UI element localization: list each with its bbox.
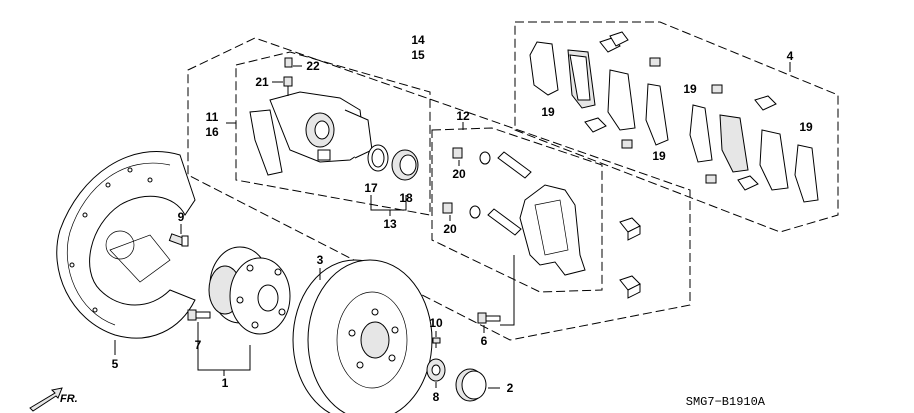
- leader-bracket: [500, 255, 515, 326]
- callout-2: 2: [507, 381, 514, 395]
- leader-13: [370, 195, 407, 211]
- splash-guard: [56, 151, 196, 339]
- brake-disc: [292, 259, 433, 413]
- callout-13: 13: [383, 217, 397, 231]
- callout-21: 21: [255, 75, 269, 89]
- bolt-9: [168, 233, 189, 247]
- brake-pad-1: [567, 49, 596, 109]
- callout-20b: 20: [443, 222, 457, 236]
- brake-pad-4: [759, 129, 789, 191]
- brake-pad-2: [607, 69, 636, 131]
- callout-22: 22: [306, 59, 320, 73]
- bleeder-screw-21: [283, 76, 293, 96]
- pad-clip-upper: [619, 217, 641, 241]
- callout-20a: 20: [452, 167, 466, 181]
- diagram-code: SMG7−B1910A: [686, 395, 766, 409]
- front-direction-arrow: [29, 387, 63, 412]
- callout-11: 11: [206, 110, 219, 124]
- callout-10: 10: [429, 316, 443, 330]
- callout-3: 3: [317, 253, 324, 267]
- leader-1-7: [197, 322, 251, 371]
- guide-pin-upper: [452, 147, 532, 179]
- guide-pin-lower: [442, 202, 522, 236]
- callout-16: 16: [205, 125, 219, 139]
- callout-5: 5: [112, 357, 119, 371]
- caliper-assembly-outline: [187, 37, 691, 341]
- callout-1: 1: [222, 376, 229, 390]
- brake-pad-shim-3: [689, 104, 713, 163]
- piston-seal-17: [367, 144, 389, 172]
- hub-bearing: [208, 246, 291, 335]
- callout-19d: 19: [799, 120, 813, 134]
- callout-9: 9: [178, 210, 185, 224]
- caliper-body: [249, 91, 373, 176]
- callout-12: 12: [456, 109, 470, 123]
- caliper-bracket-outline: [431, 127, 603, 293]
- pad-clips-top: [584, 31, 777, 191]
- bracket-bolt-6: [477, 312, 501, 324]
- callout-14: 14: [411, 33, 425, 47]
- callout-19c: 19: [683, 82, 697, 96]
- callout-7: 7: [195, 338, 202, 352]
- bleeder-cap-22: [284, 57, 293, 68]
- brake-pad-set-outline: [514, 21, 839, 233]
- brake-pad-3: [719, 114, 749, 173]
- piston-boot-18: [391, 149, 419, 181]
- callout-8: 8: [433, 390, 440, 404]
- spindle-nut-8: [426, 358, 446, 382]
- callout-19a: 19: [541, 105, 555, 119]
- callout-4: 4: [787, 49, 794, 63]
- brake-pad-shim-1: [529, 41, 559, 96]
- brake-pad-shim-4: [794, 144, 819, 203]
- callout-15: 15: [411, 48, 425, 62]
- callout-6: 6: [481, 334, 488, 348]
- front-direction-label: FR.: [60, 393, 78, 405]
- hub-bolt-7: [187, 309, 211, 321]
- hub-cap-2: [455, 368, 487, 402]
- callout-19b: 19: [652, 149, 666, 163]
- callout-18: 18: [399, 191, 413, 205]
- brake-pad-shim-2: [645, 83, 669, 146]
- pad-clip-lower: [619, 275, 641, 299]
- caliper-bracket: [519, 184, 586, 276]
- callout-17: 17: [364, 181, 378, 195]
- screw-10: [432, 337, 441, 348]
- caliper-body-outline: [235, 51, 431, 216]
